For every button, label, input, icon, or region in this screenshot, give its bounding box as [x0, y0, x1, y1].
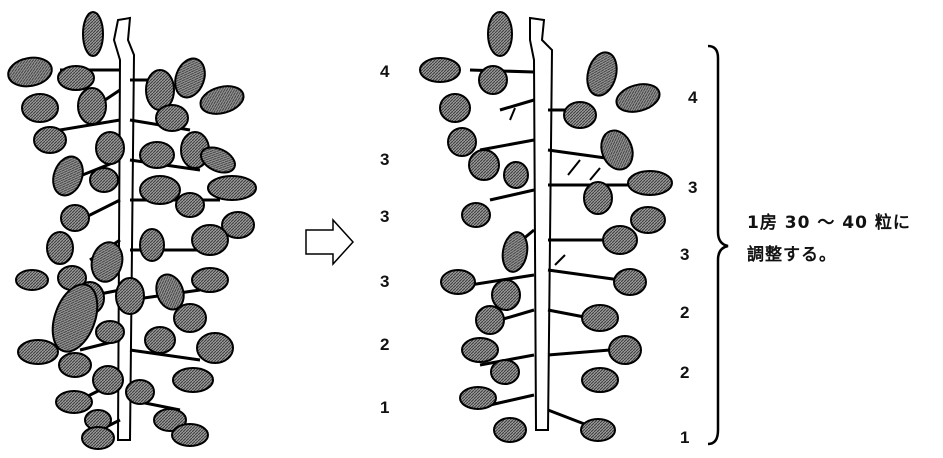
rachis: [530, 18, 552, 430]
right-label: 3: [688, 178, 697, 197]
note-line-2: 調整する。: [747, 240, 837, 265]
right-label: 2: [680, 363, 689, 382]
right-brace-icon: [708, 46, 728, 444]
left-label: 1: [380, 398, 389, 417]
right-label: 1: [680, 428, 689, 447]
right-label: 3: [680, 245, 689, 264]
note-line-1: 1房 30 ～ 40 粒に: [747, 208, 911, 233]
grape-cluster-after: [420, 12, 672, 442]
left-label: 3: [380, 207, 389, 226]
grape-cluster-before: [6, 12, 256, 449]
left-layer-labels: 4 3 3 3 2 1: [380, 62, 390, 417]
right-label: 4: [688, 88, 698, 107]
right-arrow-icon: [306, 220, 353, 264]
left-label: 2: [380, 335, 389, 354]
right-label: 2: [680, 303, 689, 322]
left-label: 4: [380, 62, 390, 81]
left-label: 3: [380, 272, 389, 291]
left-label: 3: [380, 150, 389, 169]
right-layer-labels: 4 3 3 2 2 1: [680, 88, 698, 447]
